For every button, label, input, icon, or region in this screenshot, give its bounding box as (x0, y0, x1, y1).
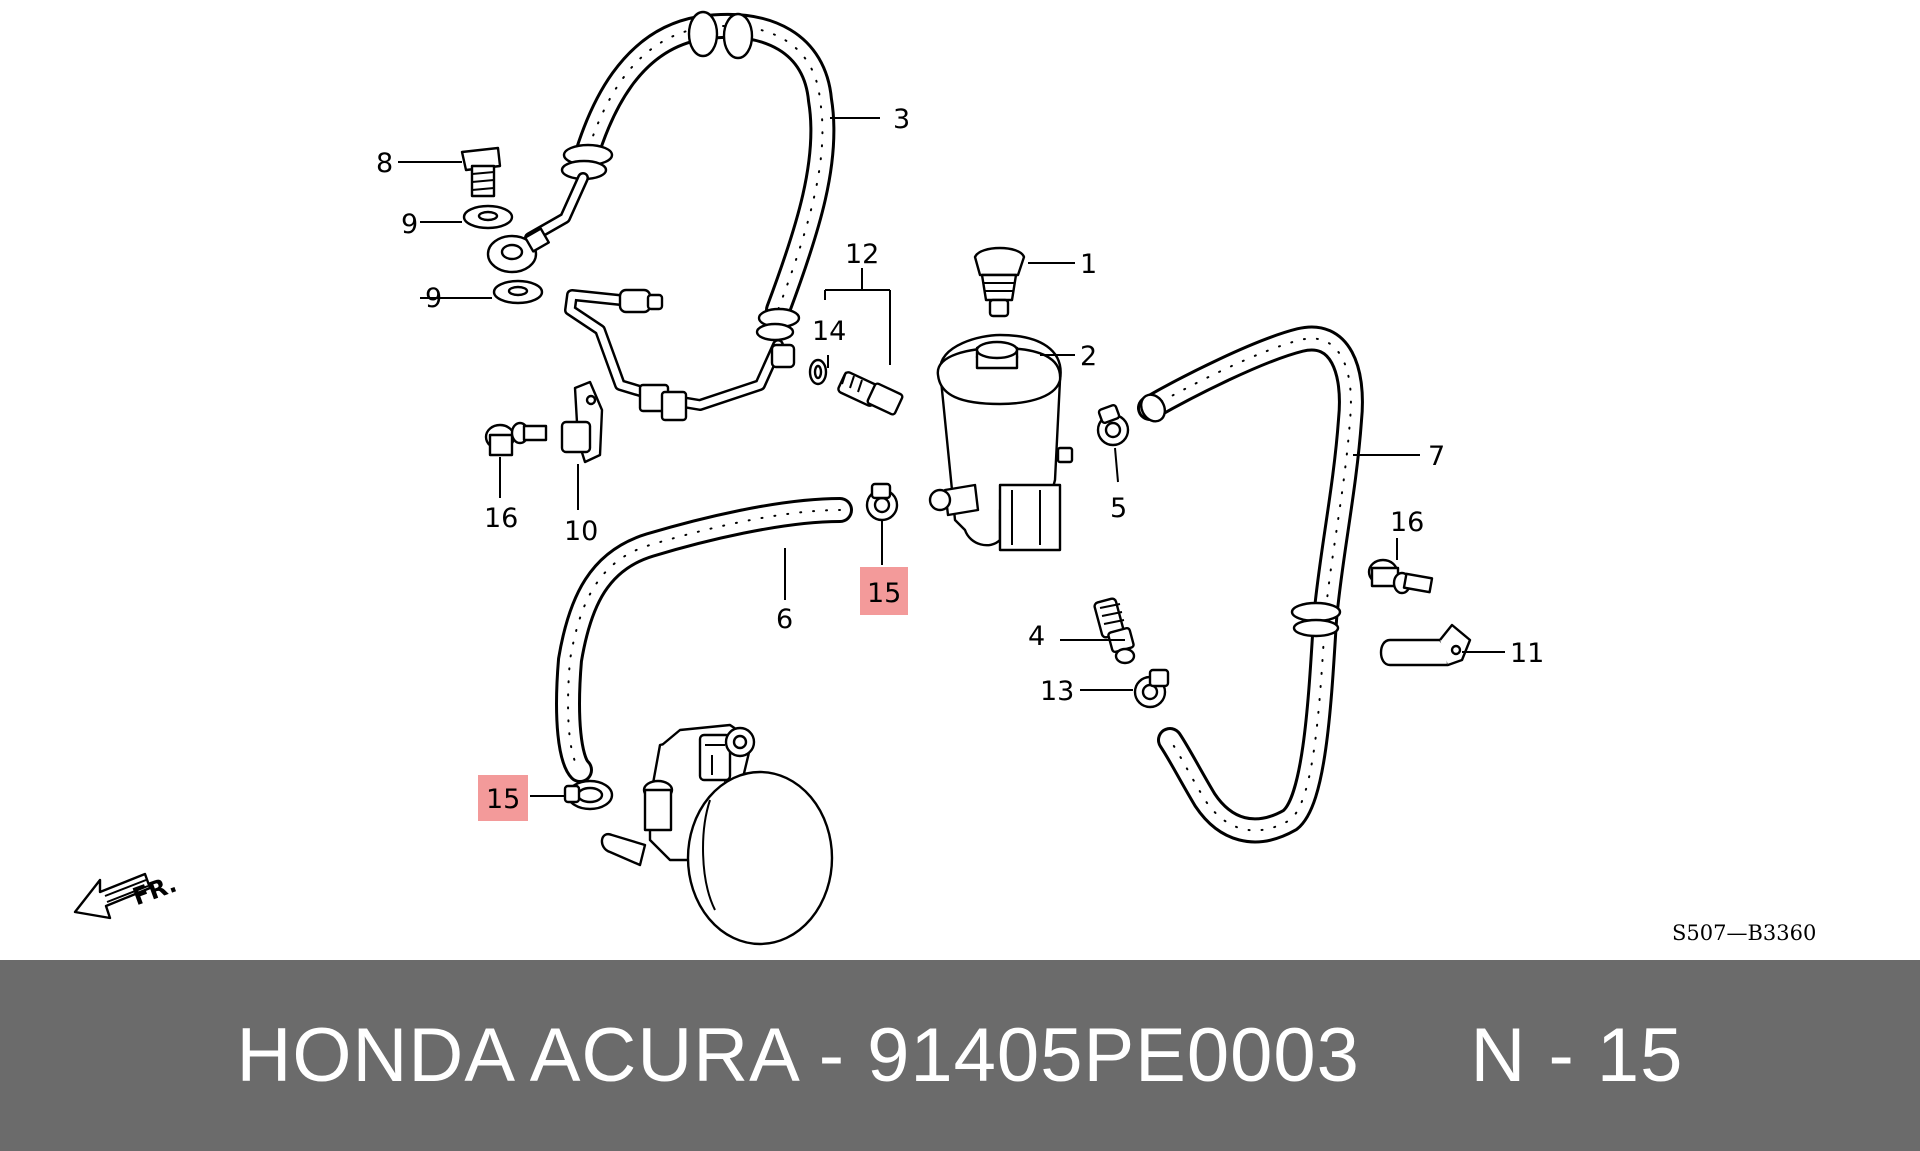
leader-lines (398, 117, 1505, 797)
callout-7: 7 (1428, 441, 1445, 472)
joint-4 (1093, 597, 1136, 665)
callout-14: 14 (812, 316, 846, 347)
callout-12: 12 (845, 239, 879, 270)
clamp-11 (1379, 623, 1472, 667)
parts-diagram: 1 2 3 4 5 6 7 8 9 9 10 11 12 13 14 15 15… (73, 10, 1816, 946)
callout-13: 13 (1040, 676, 1074, 707)
highlight-15-lower (478, 775, 528, 821)
callout-16-left: 16 (484, 503, 518, 534)
highlight-15-upper (860, 567, 908, 615)
callout-1: 1 (1080, 249, 1097, 280)
callout-4: 4 (1028, 621, 1045, 652)
callout-5: 5 (1110, 493, 1127, 524)
part-title: HONDA ACURA - 91405PE0003 N - 15 (236, 1013, 1684, 1098)
reservoir-2 (928, 333, 1074, 552)
hose-clip-15-upper (865, 482, 899, 522)
o-ring-14 (808, 358, 828, 386)
reservoir-cap-1 (973, 246, 1026, 318)
front-direction-arrow: FR. (73, 870, 180, 920)
callout-2: 2 (1080, 341, 1097, 372)
bolt-16-right (1367, 558, 1434, 595)
callout-3: 3 (893, 104, 910, 135)
callout-16-right: 16 (1390, 507, 1424, 538)
hose-6 (555, 497, 853, 783)
bolt-8 (460, 146, 502, 198)
hose-clip-13 (1133, 668, 1170, 709)
callout-9-lower: 9 (425, 283, 442, 314)
clamp-10 (560, 380, 604, 464)
washer-9-upper (462, 204, 514, 230)
bolt-16-left (484, 421, 548, 457)
fitting-12 (837, 371, 904, 416)
callout-11: 11 (1510, 638, 1544, 669)
hose-clip-15-lower (563, 779, 614, 811)
callout-8: 8 (376, 148, 393, 179)
callout-15-lower: 15 (486, 784, 520, 815)
callout-9-upper: 9 (401, 209, 418, 240)
callout-6: 6 (776, 604, 793, 635)
callout-15-upper: 15 (867, 578, 901, 609)
hose-clip-5 (1096, 403, 1130, 447)
front-label: FR. (129, 870, 180, 912)
hose-7 (1137, 325, 1364, 844)
hose-3 (486, 10, 836, 422)
callout-10: 10 (564, 516, 598, 547)
diagram-code: S507—B3360 (1672, 921, 1816, 945)
footer-bar: HONDA ACURA - 91405PE0003 N - 15 (0, 960, 1920, 1151)
washer-9-lower (492, 279, 544, 305)
power-steering-pump (600, 723, 834, 946)
